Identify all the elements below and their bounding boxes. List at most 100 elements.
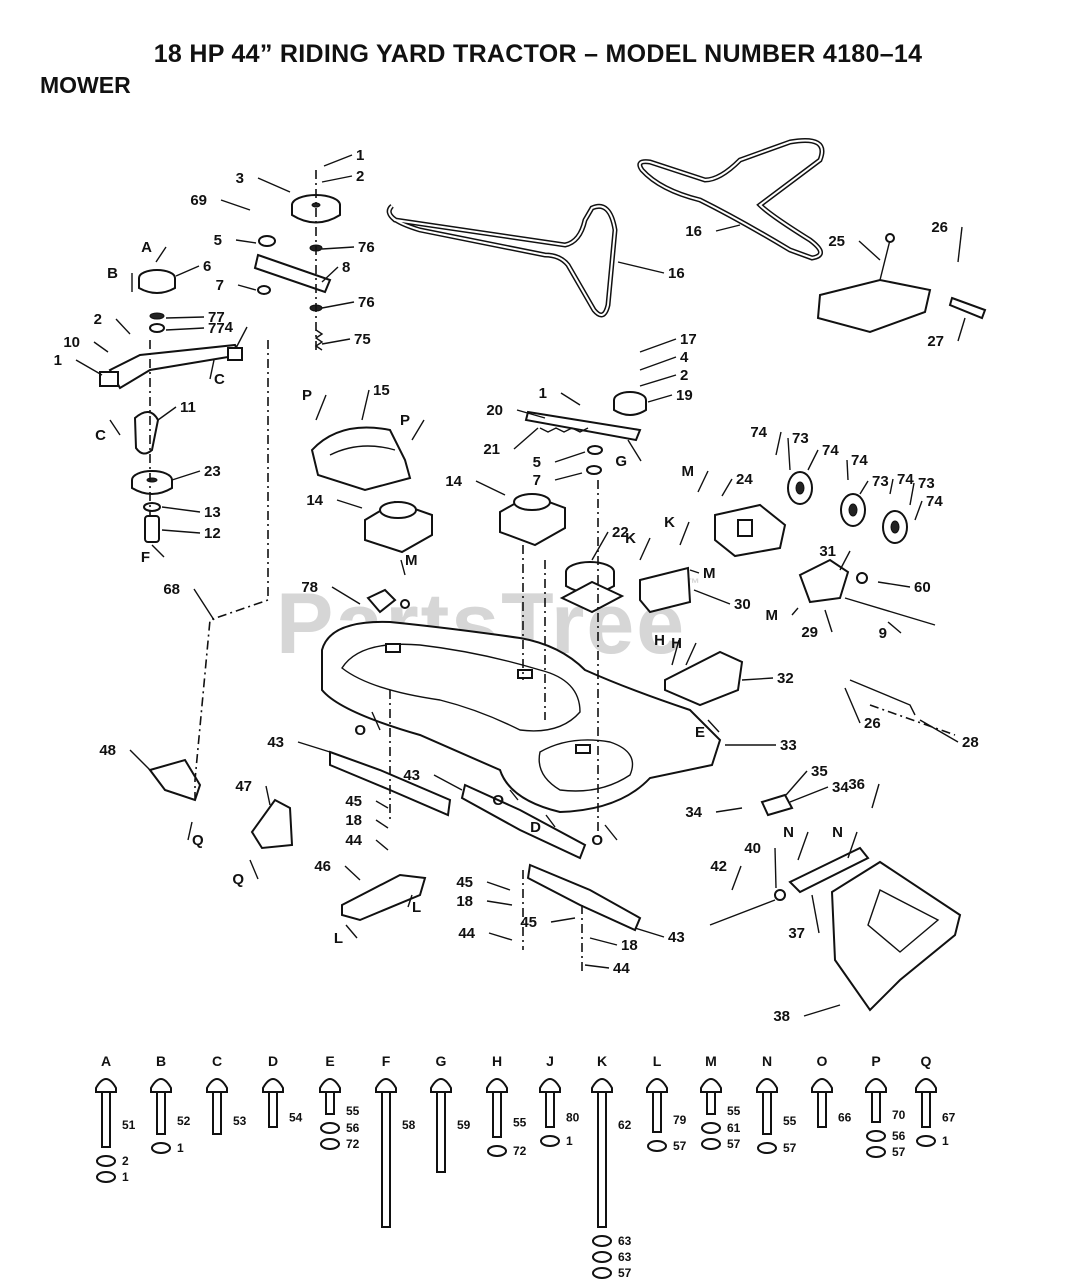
callout-label: M	[703, 565, 716, 582]
kit-part-number: 58	[402, 1118, 416, 1132]
callout-label: 45	[456, 874, 473, 891]
callout-label: 14	[445, 473, 462, 490]
kit-letter: B	[156, 1053, 166, 1069]
kit-washer	[916, 1135, 936, 1147]
callout-label: O	[354, 722, 366, 739]
kit-washer	[647, 1140, 667, 1152]
bolt-head	[486, 1078, 508, 1093]
kit-washer	[701, 1138, 721, 1150]
callout-leader	[715, 224, 741, 232]
assembly-line-i	[869, 704, 956, 736]
callout-leader	[859, 480, 869, 495]
callout-label: O	[591, 832, 603, 849]
bolt-head	[915, 1078, 937, 1093]
hardware-kit-g: G59	[430, 1053, 471, 1173]
kit-letter: A	[101, 1053, 111, 1069]
bolt-head	[150, 1078, 172, 1093]
callout-leader	[679, 521, 690, 546]
spacer-7b	[586, 465, 602, 475]
bolt-head	[262, 1078, 284, 1093]
bracket-35	[760, 793, 794, 817]
bracket-25	[816, 233, 932, 334]
bracket-29	[798, 558, 868, 604]
washer-77	[149, 312, 165, 320]
pulley-23	[131, 470, 173, 495]
callout-label: 5	[214, 232, 222, 249]
callout-leader	[957, 317, 966, 342]
bolt-shank	[597, 1091, 607, 1228]
callout-label: 42	[710, 858, 727, 875]
blade-43-c	[526, 863, 642, 932]
callout-label: 2	[680, 367, 688, 384]
callout-label: M	[405, 552, 418, 569]
bolt-shank	[762, 1091, 772, 1135]
callout-leader	[151, 544, 165, 558]
callout-leader	[235, 326, 248, 349]
callout-leader	[375, 800, 389, 809]
callout-label: 28	[962, 734, 979, 751]
callout-label: 45	[520, 914, 537, 931]
spindle-housing-14-center	[499, 493, 566, 547]
kit-part-number: 67	[942, 1111, 956, 1125]
callout-label: 3	[236, 170, 244, 187]
kit-washer	[540, 1135, 560, 1147]
callout-leader	[584, 964, 610, 969]
kit-part-number: 63	[618, 1250, 632, 1264]
kit-letter: F	[382, 1053, 391, 1069]
kit-part-number: 1	[122, 1170, 129, 1184]
callout-label: L	[334, 930, 343, 947]
kit-part-number: 72	[513, 1144, 527, 1158]
kit-washer	[866, 1130, 886, 1142]
pulley-22	[559, 561, 625, 614]
callout-label: M	[766, 607, 779, 624]
kit-washer	[487, 1145, 507, 1157]
bolt-head	[646, 1078, 668, 1093]
pulley-19	[613, 391, 647, 416]
callout-leader	[803, 1004, 841, 1017]
bracket-47	[250, 798, 294, 850]
bolt-shank	[921, 1091, 931, 1128]
callout-label: 26	[931, 219, 948, 236]
kit-letter: E	[325, 1053, 334, 1069]
callout-label: 68	[163, 581, 180, 598]
callout-label: 31	[819, 543, 836, 560]
callout-label: 74	[897, 471, 914, 488]
kit-part-number: 51	[122, 1118, 136, 1132]
callout-label: 24	[736, 471, 753, 488]
callout-label: G	[615, 453, 627, 470]
callout-label: 16	[685, 223, 702, 240]
callout-label: 7	[216, 277, 224, 294]
bracket-46	[341, 873, 427, 922]
callout-label: O	[492, 792, 504, 809]
spring-21	[539, 427, 589, 433]
callout-leader	[693, 589, 731, 605]
callout-leader	[371, 711, 381, 731]
callout-label: 46	[314, 858, 331, 875]
callout-label: 19	[676, 387, 693, 404]
callout-leader	[639, 374, 677, 387]
callout-leader	[237, 284, 257, 291]
callout-leader	[516, 409, 546, 419]
mower-belt-16-right	[637, 138, 825, 261]
blade-43-b	[460, 783, 587, 860]
callout-leader	[871, 783, 880, 809]
callout-label: 22	[612, 524, 629, 541]
mower-belt-16-left	[386, 203, 618, 318]
callout-leader	[407, 894, 413, 908]
kit-washer	[96, 1155, 116, 1167]
discharge-chute-38	[830, 860, 962, 1012]
callout-leader	[171, 470, 201, 481]
kit-washer	[701, 1122, 721, 1134]
callout-leader	[617, 261, 665, 274]
kit-washer	[592, 1267, 612, 1279]
kit-part-number: 1	[566, 1134, 573, 1148]
callout-leader	[235, 239, 257, 244]
callout-leader	[785, 770, 808, 796]
callout-leader	[858, 240, 881, 261]
callout-leader	[647, 394, 673, 403]
kit-washer	[96, 1171, 116, 1183]
callout-label: 6	[203, 258, 211, 275]
